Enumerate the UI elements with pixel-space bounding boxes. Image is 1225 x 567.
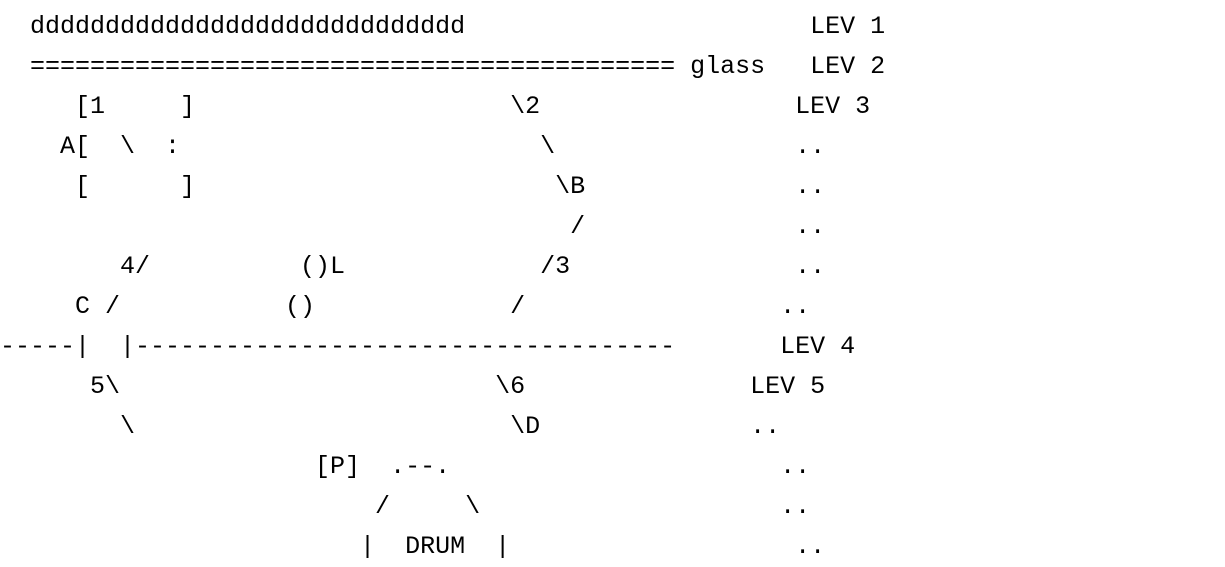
diagram-line-4: A[ \ : \ ..: [0, 132, 826, 161]
diagram-line-5: [ ] \B ..: [0, 172, 826, 201]
diagram-line-8: C / () / ..: [0, 292, 811, 321]
diagram-line-6: / ..: [0, 212, 826, 241]
diagram-line-11: \ \D ..: [0, 412, 781, 441]
diagram-line-1: ddddddddddddddddddddddddddddd LEV 1: [0, 12, 886, 41]
diagram-line-12: [P] .--. ..: [0, 452, 811, 481]
diagram-line-10: 5\ \6 LEV 5: [0, 372, 826, 401]
diagram-line-7: 4/ ()L /3 ..: [0, 252, 826, 281]
diagram-line-2: ========================================…: [0, 52, 886, 81]
diagram-line-9: -----| |--------------------------------…: [0, 332, 856, 361]
diagram-line-13: / \ ..: [0, 492, 811, 521]
diagram-line-3: [1 ] \2 LEV 3: [0, 92, 871, 121]
diagram-line-14: | DRUM | ..: [0, 532, 826, 561]
